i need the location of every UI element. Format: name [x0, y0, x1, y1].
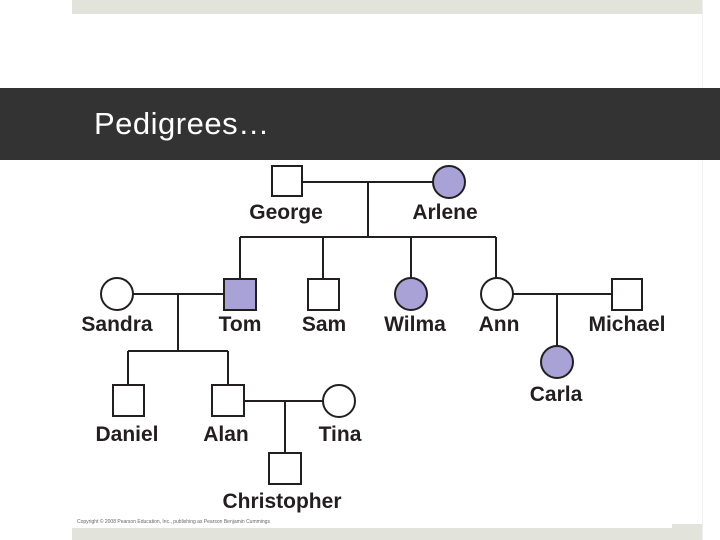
label-tom: Tom	[219, 313, 262, 336]
daniel-male-square	[112, 384, 145, 417]
label-carla: Carla	[530, 383, 583, 406]
label-sam: Sam	[302, 313, 346, 336]
slide-title: Pedigrees…	[94, 106, 270, 141]
title-bar	[0, 88, 720, 160]
pedigree-labels: George Arlene Sandra Tom Sam Wilma Ann M…	[81, 201, 665, 513]
label-sandra: Sandra	[81, 313, 153, 336]
tom-male-square	[223, 278, 257, 311]
right-edge-line	[702, 0, 703, 540]
tina-female-circle	[322, 384, 356, 418]
bottom-decor-strip	[72, 528, 702, 540]
label-george: George	[249, 201, 323, 224]
label-christopher: Christopher	[222, 490, 341, 513]
label-tina: Tina	[319, 423, 362, 446]
arlene-female-circle	[432, 165, 466, 199]
christopher-male-square	[268, 452, 302, 485]
label-ann: Ann	[479, 313, 520, 336]
corner-decor-block	[672, 524, 702, 540]
label-alan: Alan	[203, 423, 249, 446]
wilma-female-circle	[394, 277, 428, 311]
label-arlene: Arlene	[412, 201, 477, 224]
george-male-square	[271, 165, 303, 197]
carla-female-circle	[540, 345, 574, 379]
sam-male-square	[307, 278, 340, 311]
pedigree-lines	[127, 181, 612, 453]
copyright-notice: Copyright © 2008 Pearson Education, Inc.…	[77, 518, 270, 525]
label-daniel: Daniel	[95, 423, 158, 446]
pedigree-symbols	[100, 165, 643, 485]
top-decor-strip	[72, 0, 702, 14]
michael-male-square	[611, 278, 643, 311]
ann-female-circle	[480, 277, 514, 311]
label-wilma: Wilma	[384, 313, 446, 336]
alan-male-square	[211, 384, 245, 417]
label-michael: Michael	[588, 313, 665, 336]
sandra-female-circle	[100, 277, 134, 311]
